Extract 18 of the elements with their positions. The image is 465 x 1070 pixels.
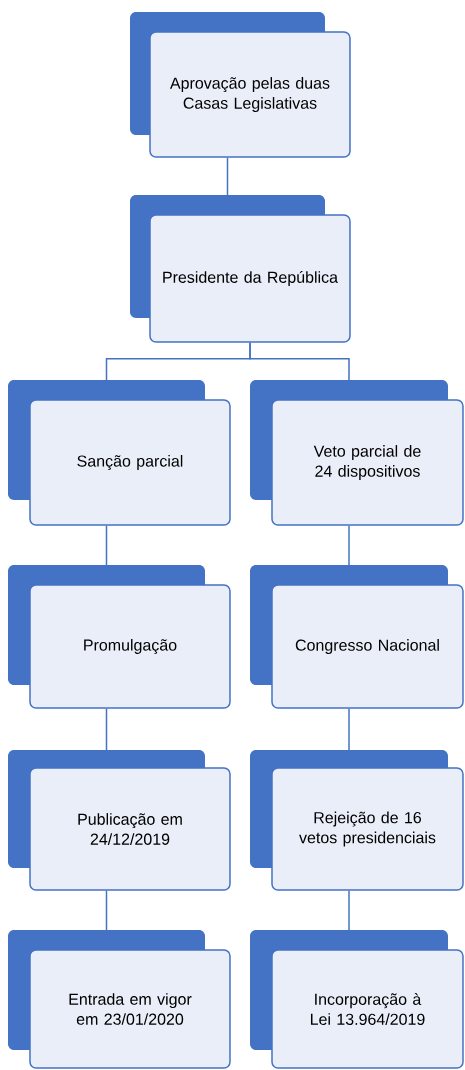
connector-line [348, 525, 350, 566]
process-box: Aprovação pelas duas Casas Legislativas [130, 12, 351, 158]
connector-line [105, 708, 108, 751]
connector-line [348, 890, 350, 931]
process-box: Promulgação [8, 565, 231, 709]
connector-line [249, 342, 350, 381]
process-box: Incorporação à Lei 13.964/2019 [250, 930, 464, 1069]
process-box: Congresso Nacional [250, 565, 464, 709]
process-box: Presidente da República [130, 195, 351, 343]
process-box: Publicação em 24/12/2019 [8, 750, 231, 891]
connector-line [348, 708, 350, 751]
process-box: Sanção parcial [8, 380, 231, 526]
connector-line [105, 525, 108, 566]
process-box: Entrada em vigor em 23/01/2020 [8, 930, 231, 1069]
connector-line [226, 157, 229, 196]
process-box: Veto parcial de 24 dispositivos [250, 380, 464, 526]
connector-line [105, 890, 108, 931]
process-box: Rejeição de 16 vetos presidenciais [250, 750, 464, 891]
